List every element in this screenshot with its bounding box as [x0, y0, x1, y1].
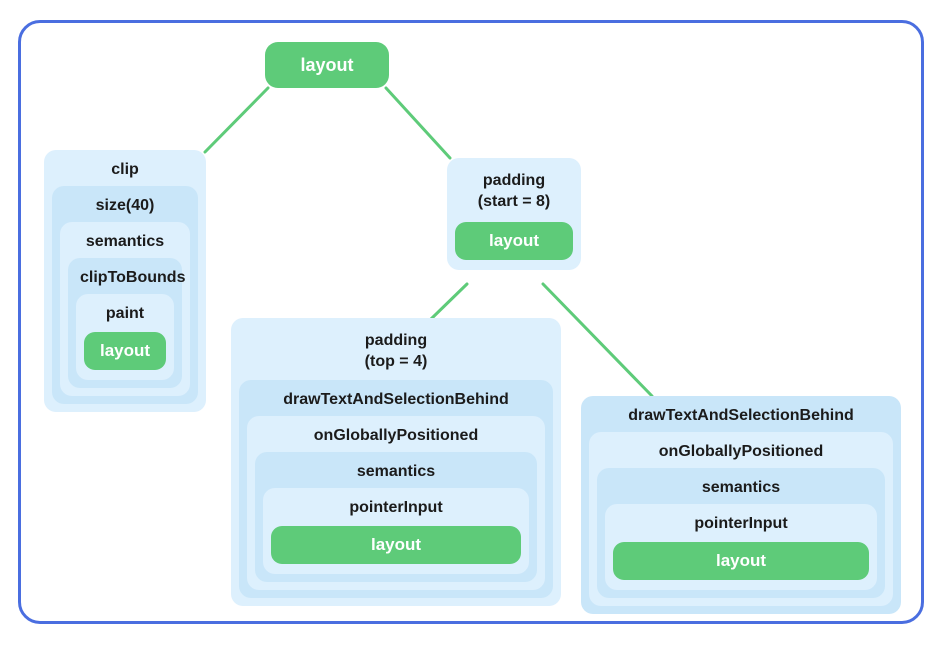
node-ongloballypositioned-label: onGloballyPositioned — [658, 443, 824, 460]
node-layout-leaf[interactable]: layout — [455, 222, 573, 260]
node-clip[interactable]: clip size(40) semantics clipToBounds pai… — [44, 150, 206, 412]
node-ongloballypositioned[interactable]: onGloballyPositioned semantics pointerIn… — [247, 416, 545, 590]
node-ongloballypositioned[interactable]: onGloballyPositioned semantics pointerIn… — [589, 432, 893, 606]
node-padding-start-label: padding (start = 8) — [455, 164, 573, 220]
node-padding-top-label-line2: (top = 4) — [364, 353, 428, 370]
node-semantics[interactable]: semantics clipToBounds paint layout — [60, 222, 190, 396]
node-layout-leaf[interactable]: layout — [271, 526, 521, 564]
subtree-padding-start[interactable]: padding (start = 8) layout — [447, 158, 581, 270]
node-layout-leaf[interactable]: layout — [613, 542, 869, 580]
node-drawtextandselectionbehind-label: drawTextAndSelectionBehind — [283, 391, 509, 408]
node-pointerinput-label: pointerInput — [694, 515, 788, 532]
node-paint[interactable]: paint layout — [76, 294, 174, 380]
node-drawtextandselectionbehind[interactable]: drawTextAndSelectionBehind onGloballyPos… — [239, 380, 553, 598]
node-padding-top-label: padding (top = 4) — [239, 324, 553, 380]
node-layout-root[interactable]: layout — [265, 42, 389, 88]
node-size40[interactable]: size(40) semantics clipToBounds paint la… — [52, 186, 198, 404]
node-cliptobounds-label: clipToBounds — [80, 269, 186, 286]
node-padding-start-label-line2: (start = 8) — [477, 193, 551, 210]
subtree-drawtext[interactable]: drawTextAndSelectionBehind onGloballyPos… — [581, 396, 901, 614]
node-cliptobounds[interactable]: clipToBounds paint layout — [68, 258, 186, 388]
node-pointerinput[interactable]: pointerInput layout — [263, 488, 529, 574]
node-padding-start[interactable]: padding (start = 8) layout — [447, 158, 581, 270]
node-size40-label: size(40) — [95, 197, 155, 214]
node-ongloballypositioned-label: onGloballyPositioned — [313, 427, 479, 444]
node-pointerinput[interactable]: pointerInput layout — [605, 504, 877, 590]
node-layout-leaf[interactable]: layout — [84, 332, 166, 370]
node-drawtextandselectionbehind[interactable]: drawTextAndSelectionBehind onGloballyPos… — [581, 396, 901, 614]
node-semantics-label: semantics — [701, 479, 781, 496]
subtree-padding-top[interactable]: padding (top = 4) drawTextAndSelectionBe… — [231, 318, 561, 606]
node-semantics-label: semantics — [85, 233, 165, 250]
node-semantics-label: semantics — [356, 463, 436, 480]
node-padding-top-label-line1: padding — [364, 332, 428, 349]
node-paint-label: paint — [105, 305, 145, 322]
node-padding-start-label-line1: padding — [482, 172, 546, 189]
node-drawtextandselectionbehind-label: drawTextAndSelectionBehind — [628, 407, 854, 424]
node-padding-top[interactable]: padding (top = 4) drawTextAndSelectionBe… — [231, 318, 561, 606]
node-semantics[interactable]: semantics pointerInput layout — [255, 452, 537, 582]
subtree-clip[interactable]: clip size(40) semantics clipToBounds pai… — [44, 150, 206, 412]
node-semantics[interactable]: semantics pointerInput layout — [597, 468, 885, 598]
node-clip-label: clip — [111, 161, 139, 178]
node-pointerinput-label: pointerInput — [349, 499, 443, 516]
